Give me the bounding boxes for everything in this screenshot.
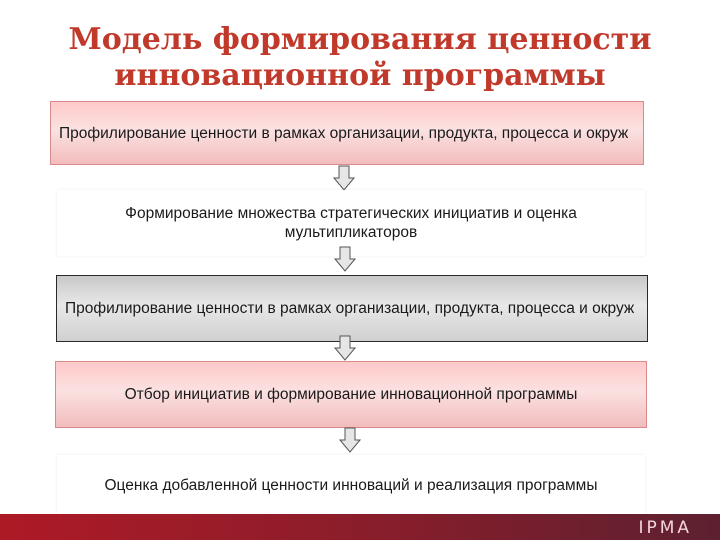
down-arrow-icon: [334, 335, 356, 361]
slide-title: Модель формирования ценности инновационн…: [0, 22, 720, 94]
step-box-5: Оценка добавленной ценности инноваций и …: [57, 455, 645, 515]
step-1-text: Профилирование ценности в рамках организ…: [59, 124, 629, 142]
slide-title-line-2: инновационной программы: [114, 58, 606, 93]
ipma-logo: IPMA: [638, 518, 692, 538]
step-box-1: Профилирование ценности в рамках организ…: [50, 101, 644, 165]
step-2-text-line-2: мультипликаторов: [284, 224, 418, 241]
step-box-2: Формирование множества стратегических ин…: [57, 190, 645, 256]
step-3-text: Профилирование ценности в рамках организ…: [65, 300, 635, 317]
down-arrow-icon: [339, 427, 361, 453]
footer-bar: [0, 514, 720, 540]
step-2-text-line-1: Формирование множества стратегических ин…: [125, 205, 577, 222]
down-arrow-icon: [333, 165, 355, 191]
step-box-4: Отбор инициатив и формирование инновацио…: [55, 361, 647, 428]
step-4-text: Отбор инициатив и формирование инновацио…: [124, 386, 578, 403]
step-box-3: Профилирование ценности в рамках организ…: [56, 275, 648, 342]
slide-title-line-1: Модель формирования ценности: [68, 22, 652, 57]
step-5-text: Оценка добавленной ценности инноваций и …: [104, 476, 598, 494]
down-arrow-icon: [334, 246, 356, 272]
